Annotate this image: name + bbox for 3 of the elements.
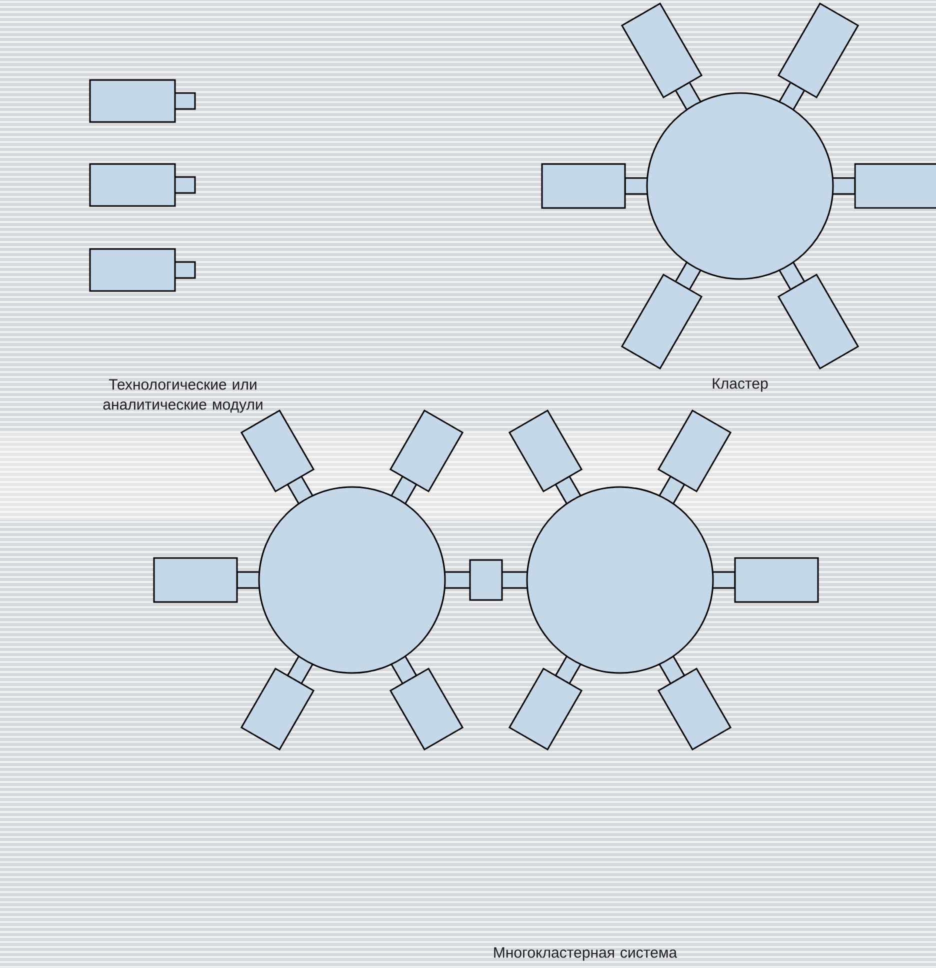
caption: Многокластерная система: [494, 947, 678, 961]
caption: Кластер: [712, 378, 768, 392]
caption: Технологические или аналитические модули: [103, 379, 262, 413]
